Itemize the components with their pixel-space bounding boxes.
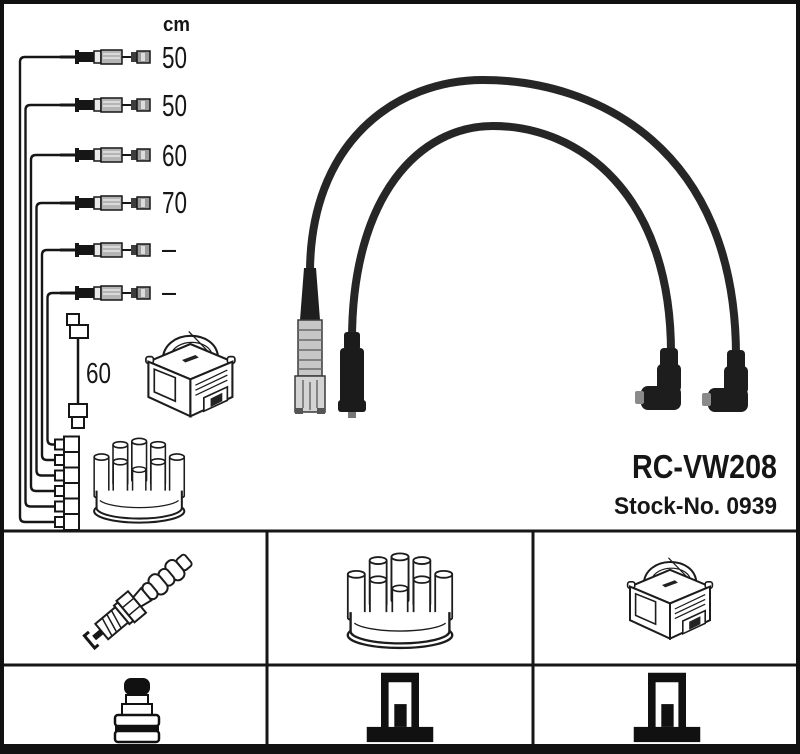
coil-wire: 60	[66, 313, 111, 429]
length-table: cm 50 50 60 70 –	[18, 14, 190, 531]
parts-grid	[2, 529, 798, 748]
product-code: RC-VW208	[632, 448, 777, 485]
unit-header: cm	[163, 14, 190, 36]
coil-wire-length-label: 60	[86, 358, 111, 390]
inner-cable	[348, 121, 675, 357]
cable-row: 60	[60, 138, 187, 173]
length-label: 70	[162, 185, 187, 220]
length-label: –	[162, 231, 177, 266]
length-label: 50	[162, 40, 187, 75]
length-label: 60	[162, 138, 187, 173]
cable-row: –	[60, 231, 177, 266]
metal-connector	[294, 268, 326, 414]
stock-number: Stock-No. 0939	[614, 493, 777, 520]
bundle-end-connectors	[54, 435, 80, 531]
outer-cable	[305, 75, 740, 360]
cable-row: 50	[60, 88, 187, 123]
cable-row: –	[60, 274, 177, 309]
image-border-bottom	[0, 744, 800, 754]
straight-boot	[338, 332, 366, 418]
length-label: –	[162, 274, 177, 309]
cable-row: 50	[60, 40, 187, 75]
length-label: 50	[162, 88, 187, 123]
cable-row: 70	[60, 185, 187, 220]
cable-set-photo	[294, 75, 748, 418]
cable-bundle-lines	[18, 55, 66, 524]
